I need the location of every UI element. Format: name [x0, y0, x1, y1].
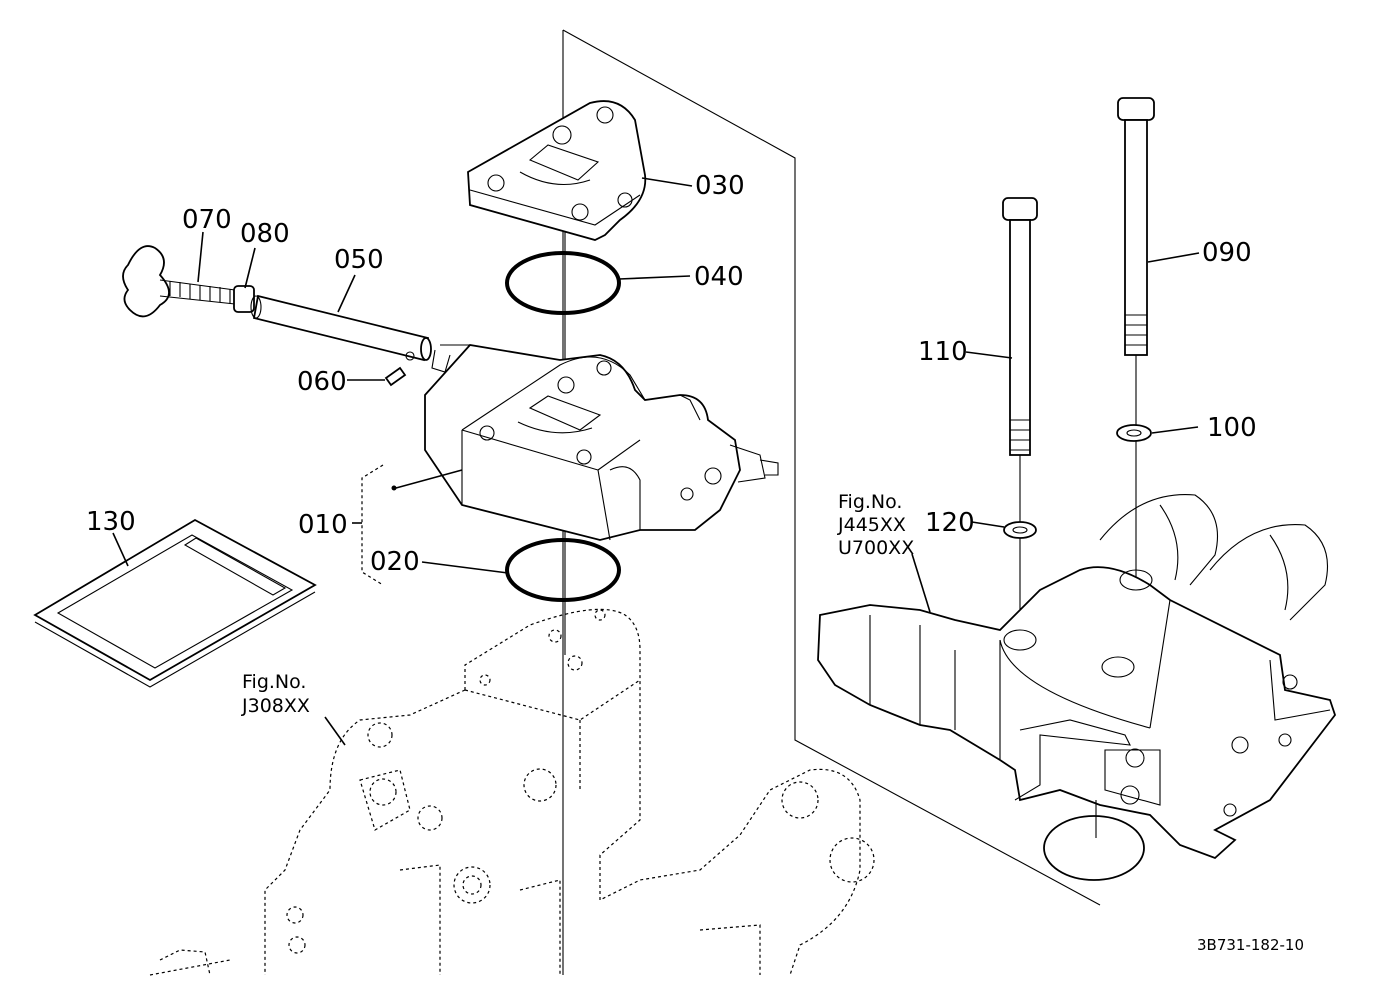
callout-020: 020 — [370, 547, 420, 577]
callout-030: 030 — [695, 171, 745, 201]
o-ring-020 — [505, 538, 621, 602]
callout-130: 130 — [86, 507, 136, 537]
lower-housing-phantom — [149, 608, 875, 976]
ref-left-line1: Fig.No. — [242, 671, 306, 693]
ref-left-line2: J308XX — [241, 695, 310, 717]
callout-010: 010 — [298, 510, 348, 540]
callout-090: 090 — [1202, 238, 1252, 268]
shaft-050 — [250, 294, 432, 362]
callout-100: 100 — [1207, 413, 1257, 443]
washer-100 — [1116, 424, 1152, 442]
manual-book-130 — [33, 518, 317, 688]
bolt-090 — [1117, 97, 1155, 578]
washer-120 — [1003, 521, 1037, 539]
knob-screw-070 — [122, 245, 236, 318]
right-valve-assembly — [817, 493, 1337, 860]
callout-120: 120 — [925, 508, 975, 538]
callout-110: 110 — [918, 337, 968, 367]
o-ring-lower-right — [1043, 815, 1145, 881]
pin-060 — [384, 351, 415, 387]
drawing-code: 3B731-182-10 — [1197, 936, 1304, 954]
cover-plate-030 — [467, 100, 647, 241]
leader-lines — [112, 177, 1200, 746]
callout-070: 070 — [182, 205, 232, 235]
o-ring-040 — [505, 251, 621, 315]
callout-060: 060 — [297, 367, 347, 397]
ref-right-line2: J445XX — [837, 514, 906, 536]
leader-dot — [391, 485, 397, 491]
callout-080: 080 — [240, 219, 290, 249]
assembly-bracket — [361, 464, 384, 586]
valve-body-010 — [424, 344, 779, 541]
nut-080 — [233, 285, 255, 313]
callout-040: 040 — [694, 262, 744, 292]
ref-right-line3: U700XX — [838, 537, 914, 559]
bolt-110 — [1002, 197, 1038, 640]
callout-050: 050 — [334, 245, 384, 275]
ref-right-line1: Fig.No. — [838, 491, 902, 513]
